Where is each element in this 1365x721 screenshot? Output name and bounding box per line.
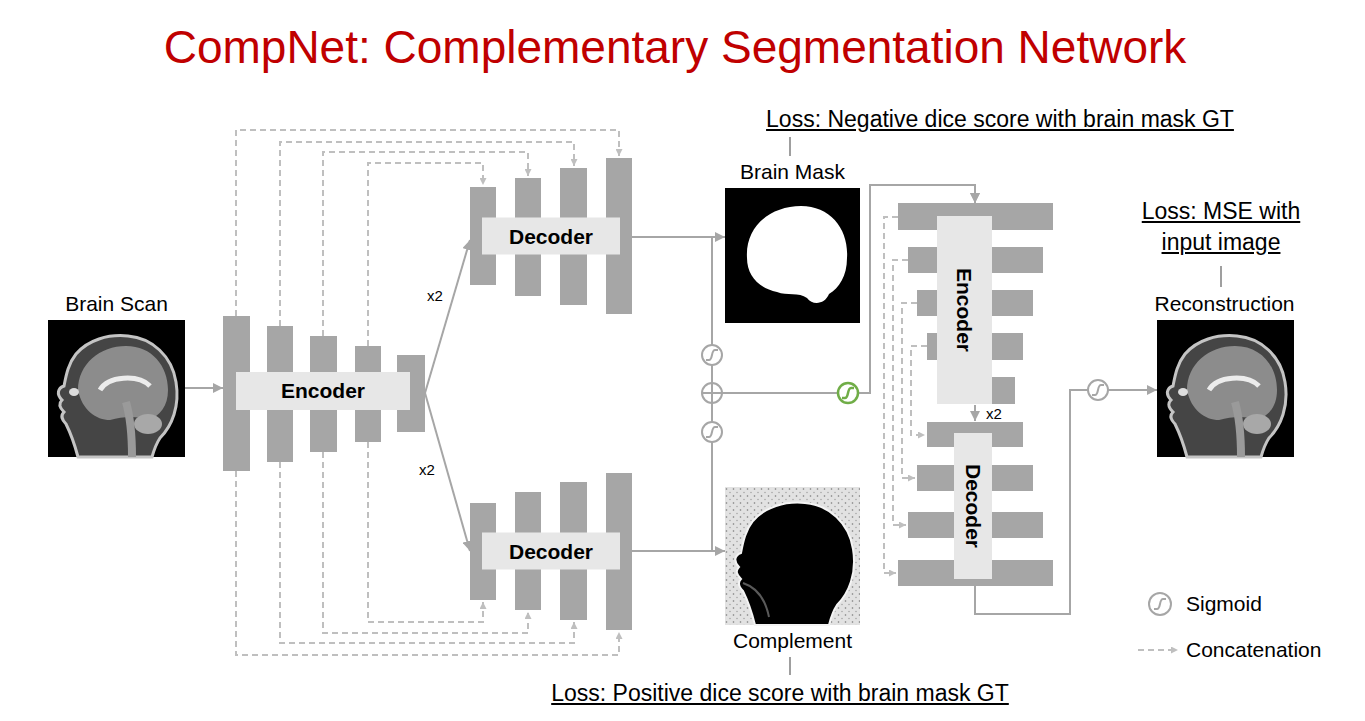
decoder-block: Decoder — [898, 421, 1053, 586]
sigmoid-symbol — [1088, 380, 1108, 400]
block-label: Encoder — [952, 268, 976, 352]
edge-label: x2 — [984, 406, 1004, 421]
input-image: Brain Scan — [48, 320, 185, 457]
sum-cross — [702, 383, 722, 403]
decoder-block: Decoder — [470, 473, 632, 630]
skip-connections — [236, 130, 927, 655]
block-label: Decoder — [961, 464, 985, 548]
skip-line — [368, 442, 483, 622]
sigmoid-circle — [702, 422, 722, 442]
connector-arrow — [974, 405, 976, 421]
sigmoid-circle — [838, 383, 858, 403]
legend-text: Concatenation — [1186, 638, 1321, 662]
autoencoder-bars — [898, 203, 1053, 586]
image-caption: Complement — [733, 629, 852, 653]
skip-line — [236, 130, 619, 316]
sigmoid-curve — [842, 388, 854, 398]
edge-label: x2 — [425, 288, 445, 303]
skip-line — [368, 163, 483, 346]
loss-note: Loss: Positive dice score with brain mas… — [551, 678, 1009, 709]
complement-detail — [743, 583, 769, 617]
complement-image — [725, 487, 860, 625]
mask-ground — [725, 188, 860, 323]
legend-concat-sample — [1138, 649, 1178, 651]
block-label: Decoder — [482, 533, 620, 570]
sigmoid-circle — [1088, 380, 1108, 400]
leader-line — [789, 657, 791, 675]
label-box: Decoder — [954, 433, 992, 579]
sigmoid-curve — [1092, 385, 1104, 395]
leader-line — [789, 137, 791, 156]
sigmoid-curve — [706, 350, 718, 360]
sum-circle — [702, 383, 722, 403]
block-label: Decoder — [482, 218, 620, 255]
sigmoid-symbol — [702, 422, 722, 442]
encoder-block: Encoder — [898, 203, 1053, 405]
sigmoid-curve — [706, 427, 718, 437]
sum-symbol — [702, 383, 722, 403]
reconstruction-scan — [1157, 320, 1294, 457]
mask-output: Brain Mask — [725, 188, 860, 323]
legend-text: Sigmoid — [1186, 592, 1262, 616]
connector-arrow — [185, 387, 223, 389]
sigmoid-circle — [702, 345, 722, 365]
input-scan — [48, 320, 185, 457]
label-box: Encoder — [937, 216, 992, 404]
image-caption: Brain Scan — [65, 292, 168, 316]
title: CompNet: Complementary Segmentation Netw… — [0, 20, 1350, 74]
sigmoid-circle — [1149, 593, 1171, 615]
legend-entry: Sigmoid — [1186, 592, 1262, 616]
encoder-block: Encoder — [223, 316, 425, 471]
mask-blob — [747, 206, 847, 303]
complement-ground — [725, 487, 860, 625]
reconstruction-output: Reconstruction — [1157, 320, 1292, 457]
image-caption: Reconstruction — [1154, 292, 1294, 316]
decoder-block: Decoder — [470, 158, 632, 314]
block-label: Encoder — [236, 372, 410, 410]
complement-head — [735, 503, 854, 625]
sigmoid-symbol — [702, 345, 722, 365]
legend-sigmoid-sample — [1149, 593, 1171, 615]
skip-line — [884, 217, 898, 573]
legend-entry: Concatenation — [1186, 638, 1321, 662]
skip-line — [893, 260, 908, 525]
complement-output: Complement — [725, 487, 860, 625]
skip-line — [911, 346, 927, 435]
skip-line — [902, 303, 917, 478]
image-caption: Brain Mask — [740, 160, 845, 184]
sigmoid-symbol — [838, 383, 858, 403]
edge-label: x2 — [417, 462, 437, 477]
skip-line — [236, 471, 619, 655]
connector-arrow — [425, 240, 470, 393]
mask-image — [725, 188, 860, 323]
encoder-bars — [223, 316, 425, 471]
leader-line — [1220, 266, 1222, 287]
sigmoid-curve — [1154, 599, 1166, 609]
decoder-bars — [470, 158, 632, 314]
loss-note: Loss: MSE with input image — [1126, 196, 1316, 258]
loss-note: Loss: Negative dice score with brain mas… — [766, 104, 1234, 135]
decoder-bars — [470, 473, 632, 630]
